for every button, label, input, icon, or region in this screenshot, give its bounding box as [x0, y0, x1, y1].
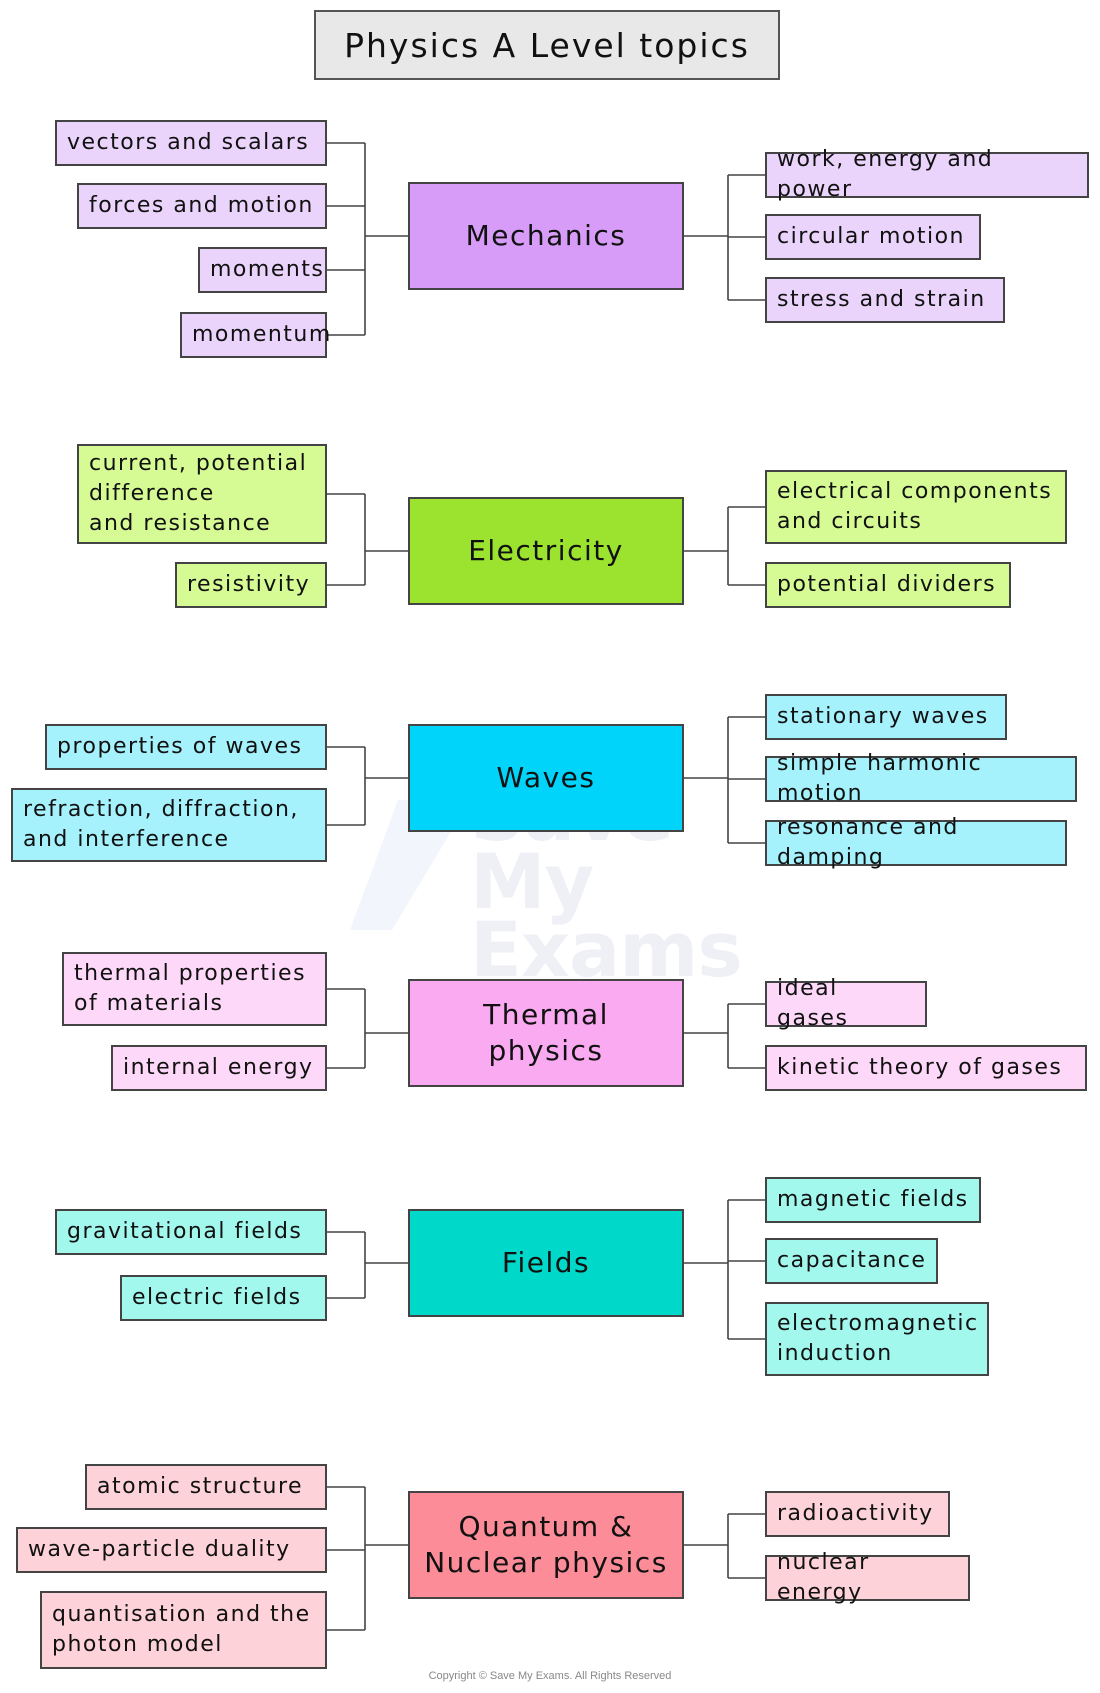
thermal-left-leaf-1: thermal properties of materials — [62, 952, 327, 1026]
fields-right-leaf-3: electromagnetic induction — [765, 1302, 989, 1376]
quantum-nuclear-node: Quantum & Nuclear physics — [408, 1491, 684, 1599]
fields-node: Fields — [408, 1209, 684, 1317]
quantum-left-leaf-1: atomic structure — [85, 1464, 327, 1510]
fields-left-leaf-1: gravitational fields — [55, 1209, 327, 1255]
thermal-physics-node: Thermal physics — [408, 979, 684, 1087]
waves-left-leaf-2: refraction, diffraction, and interferenc… — [11, 788, 327, 862]
quantum-left-leaf-2: wave-particle duality — [16, 1527, 327, 1573]
electricity-left-leaf-1: current, potential difference and resist… — [77, 444, 327, 544]
waves-right-leaf-2: simple harmonic motion — [765, 751, 1077, 806]
mechanics-node: Mechanics — [408, 182, 684, 290]
thermal-left-leaf-2: internal energy — [111, 1045, 327, 1091]
mechanics-left-leaf-2: forces and motion — [77, 183, 327, 229]
mechanics-right-leaf-1: work, energy and power — [765, 147, 1089, 202]
electricity-node: Electricity — [408, 497, 684, 605]
electricity-right-leaf-1: electrical components and circuits — [765, 470, 1067, 544]
waves-node: Waves — [408, 724, 684, 832]
copyright-text: Copyright © Save My Exams. All Rights Re… — [428, 1670, 672, 1682]
quantum-left-leaf-3: quantisation and the photon model — [40, 1591, 327, 1669]
waves-right-leaf-1: stationary waves — [765, 694, 1007, 740]
mechanics-right-leaf-3: stress and strain — [765, 277, 1005, 323]
fields-right-leaf-2: capacitance — [765, 1238, 938, 1284]
mechanics-left-leaf-3: moments — [198, 247, 327, 293]
electricity-right-leaf-2: potential dividers — [765, 562, 1011, 608]
quantum-right-leaf-1: radioactivity — [765, 1491, 950, 1537]
waves-left-leaf-1: properties of waves — [45, 724, 327, 770]
mechanics-right-leaf-2: circular motion — [765, 214, 981, 260]
quantum-right-leaf-2: nuclear energy — [765, 1550, 970, 1605]
electricity-left-leaf-2: resistivity — [175, 562, 327, 608]
thermal-right-leaf-1: ideal gases — [765, 976, 927, 1031]
thermal-right-leaf-2: kinetic theory of gases — [765, 1045, 1087, 1091]
fields-right-leaf-1: magnetic fields — [765, 1177, 981, 1223]
fields-left-leaf-2: electric fields — [120, 1275, 327, 1321]
mechanics-left-leaf-4: momentum — [180, 312, 330, 358]
diagram-title: Physics A Level topics — [314, 10, 780, 80]
waves-right-leaf-3: resonance and damping — [765, 815, 1067, 870]
mechanics-left-leaf-1: vectors and scalars — [55, 120, 327, 166]
